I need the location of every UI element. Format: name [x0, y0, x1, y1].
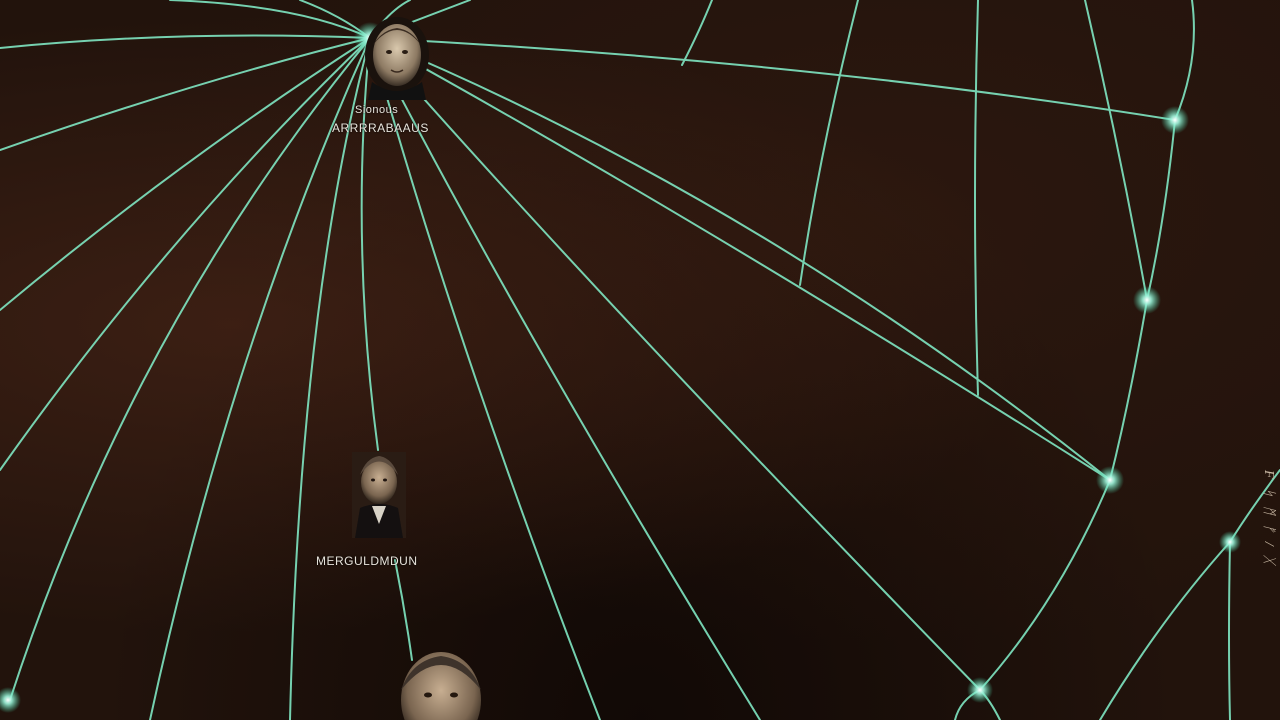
- network-edge: [0, 37, 371, 471]
- network-node: [1096, 466, 1124, 494]
- network-edge: [799, 0, 859, 286]
- network-edge: [1146, 119, 1176, 301]
- portrait-coat: [368, 82, 426, 100]
- network-edge: [0, 37, 371, 311]
- network-edge: [681, 0, 713, 66]
- network-edge: [369, 37, 981, 691]
- portrait-top-label-line1: Sionous: [355, 104, 399, 116]
- network-edge: [0, 34, 371, 49]
- network-edge: [360, 37, 379, 451]
- network-edge: [369, 37, 1176, 121]
- network-edge: [1228, 541, 1231, 720]
- network-node: [1161, 106, 1189, 134]
- portrait-middle-label: MERGULDMDUN: [316, 554, 418, 568]
- portrait-top-label-line2: ARRRRABAAUS: [332, 121, 429, 135]
- network-node: [967, 677, 993, 703]
- network-edge: [1099, 541, 1231, 720]
- network-node: [1219, 531, 1241, 553]
- network-edge: [1109, 299, 1148, 481]
- network-node: [1133, 286, 1161, 314]
- network-edge: [369, 37, 1111, 481]
- portrait-bottom: [401, 652, 481, 720]
- network-edge: [169, 0, 371, 39]
- network-edge: [0, 37, 371, 151]
- network-edge: [289, 37, 371, 720]
- network-edge: [369, 37, 601, 720]
- network-edge: [369, 37, 761, 720]
- network-edge: [1174, 0, 1195, 121]
- portrait-middle: [352, 452, 406, 538]
- margin-handwriting: F ᛋ ᛗ ᚠ / ᚷ: [1261, 470, 1276, 567]
- network-edge: [9, 37, 371, 701]
- network-edge: [149, 37, 371, 720]
- network-edge: [979, 479, 1111, 691]
- network-edge: [369, 37, 1111, 481]
- network-edge: [974, 0, 979, 396]
- network-edge: [1084, 0, 1148, 301]
- portrait-face: [361, 460, 397, 504]
- portrait-face: [373, 24, 421, 86]
- network-edge: [394, 559, 413, 661]
- network-node: [0, 687, 21, 713]
- portrait-top: [365, 17, 429, 100]
